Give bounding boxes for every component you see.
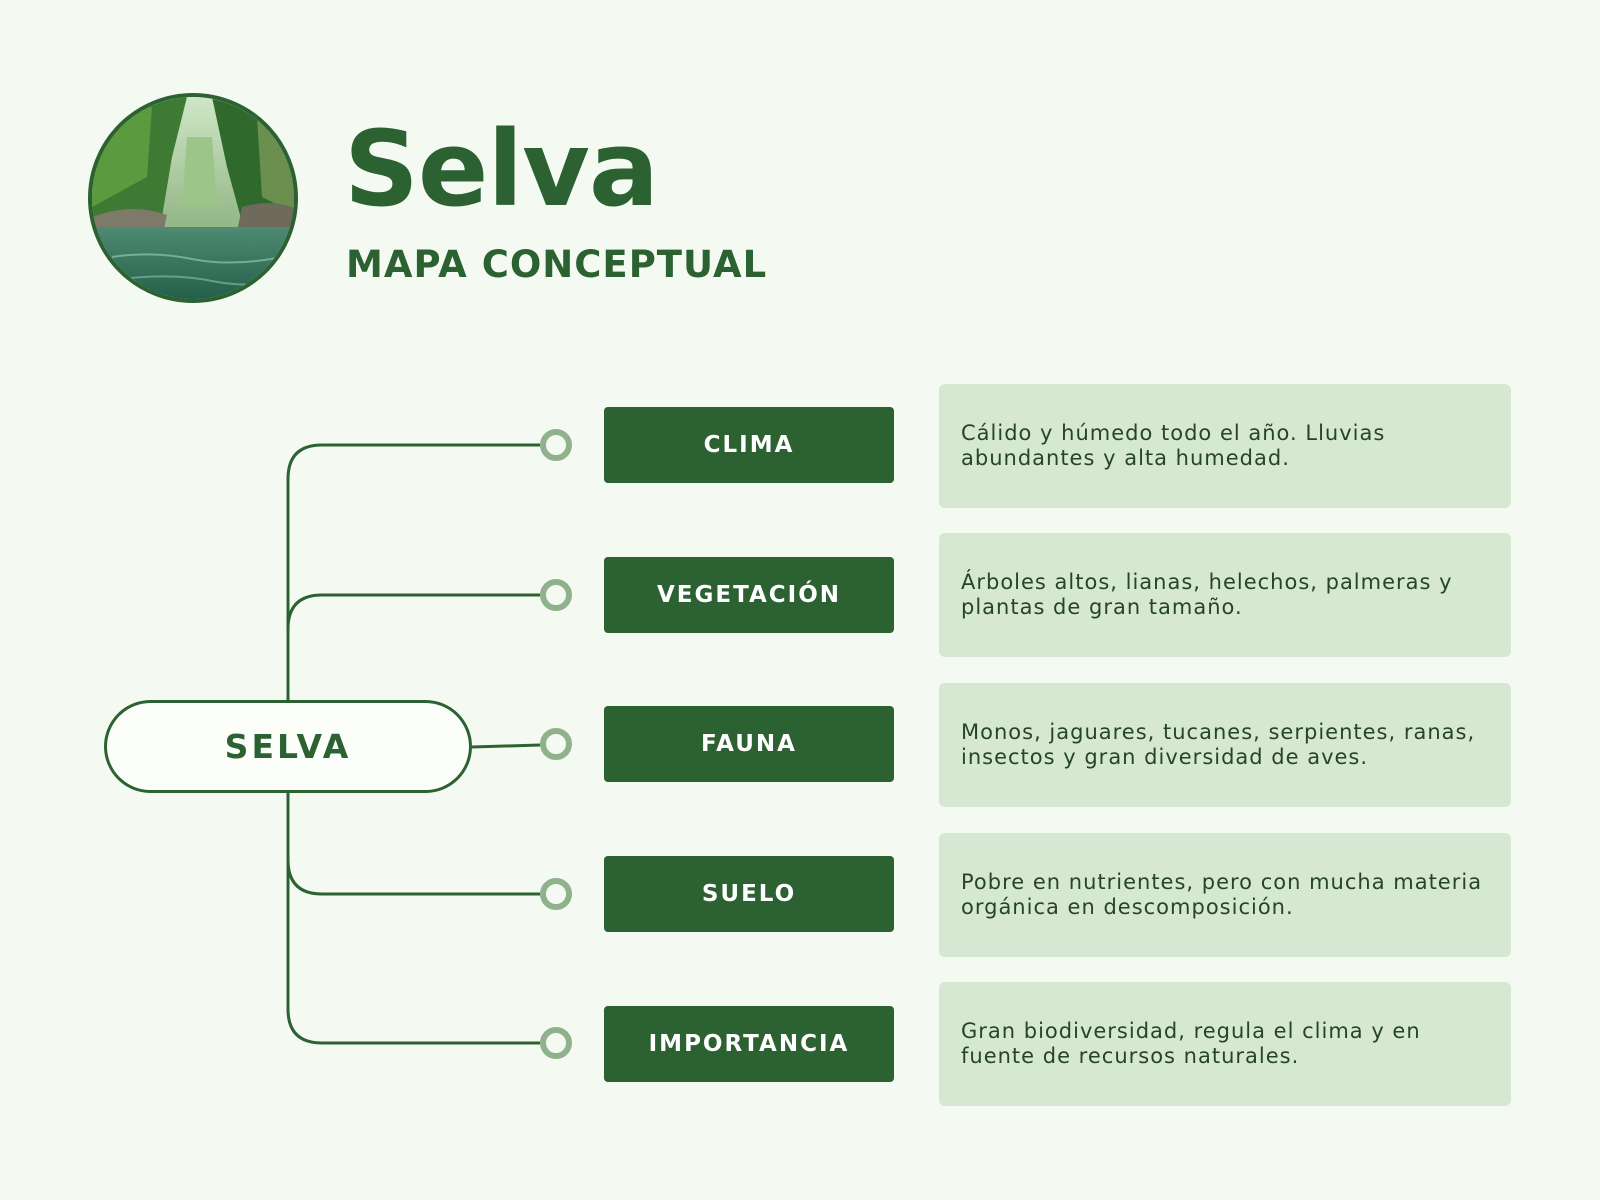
branch-label-fauna: FAUNA	[604, 706, 894, 782]
branch-label-vegetacion: VEGETACIÓN	[604, 557, 894, 633]
page-subtitle: MAPA CONCEPTUAL	[346, 243, 768, 286]
description-text: Gran biodiversidad, regula el clima y en…	[961, 1019, 1421, 1068]
description-box-importancia: Gran biodiversidad, regula el clima y en…	[939, 982, 1511, 1106]
connector-ring-importancia	[540, 1027, 572, 1059]
branch-label-suelo: SUELO	[604, 856, 894, 932]
root-node-label: SELVA	[224, 727, 352, 766]
connector-ring-suelo	[540, 878, 572, 910]
branch-label-text: FAUNA	[701, 731, 797, 757]
branch-label-clima: CLIMA	[604, 407, 894, 483]
description-box-suelo: Pobre en nutrientes, pero con mucha mate…	[939, 833, 1511, 957]
connector-vegetacion	[286, 593, 540, 700]
connector-suelo	[286, 793, 540, 896]
branch-label-text: IMPORTANCIA	[648, 1031, 850, 1057]
connector-importancia	[286, 793, 540, 1045]
description-text: Cálido y húmedo todo el año. Lluvias abu…	[961, 421, 1386, 470]
root-node: SELVA	[104, 700, 472, 793]
jungle-river-photo	[88, 93, 298, 303]
connector-ring-clima	[540, 429, 572, 461]
branch-label-importancia: IMPORTANCIA	[604, 1006, 894, 1082]
description-box-vegetacion: Árboles altos, lianas, helechos, palmera…	[939, 533, 1511, 657]
branch-label-text: VEGETACIÓN	[656, 582, 842, 608]
connector-clima	[286, 443, 540, 700]
connector-fauna	[471, 743, 541, 749]
page-title: Selva	[344, 108, 659, 230]
branch-label-text: SUELO	[701, 881, 797, 907]
description-box-fauna: Monos, jaguares, tucanes, serpientes, ra…	[939, 683, 1511, 807]
description-text: Pobre en nutrientes, pero con mucha mate…	[961, 870, 1483, 919]
connector-ring-vegetacion	[540, 579, 572, 611]
branch-label-text: CLIMA	[703, 432, 795, 458]
description-text: Árboles altos, lianas, helechos, palmera…	[961, 570, 1453, 619]
description-box-clima: Cálido y húmedo todo el año. Lluvias abu…	[939, 384, 1511, 508]
description-text: Monos, jaguares, tucanes, serpientes, ra…	[961, 720, 1476, 769]
connector-ring-fauna	[540, 728, 572, 760]
